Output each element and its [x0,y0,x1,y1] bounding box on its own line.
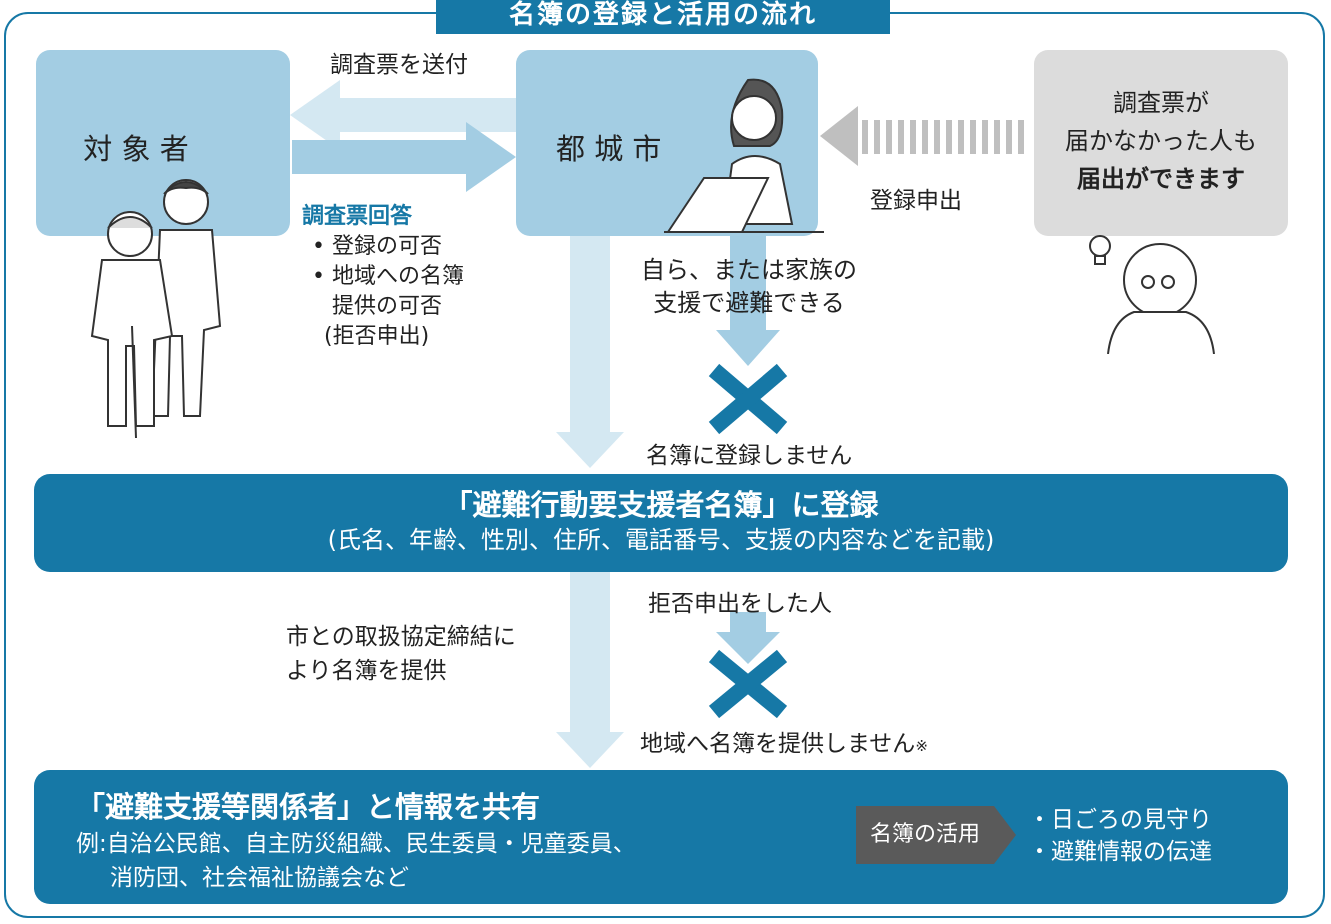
footnote-mark: ※ [915,737,928,755]
share-example-1: 例:自治公民館、自主防災組織、民生委員・児童委員、 [76,831,636,857]
list-usage-tag-label: 名簿の活用 [856,806,995,864]
down-arrow-share [556,572,624,768]
city-label: 都 城 市 [556,132,662,166]
self-evac-line-1: 自ら、または家族の [641,256,857,284]
other-line-3: 届出ができます [1077,165,1245,193]
send-survey-label: 調査票を送付 [330,52,468,78]
down-arrow-register [556,236,624,468]
agreement-line-2: より名簿を提供 [286,658,447,684]
send-survey-arrow [290,80,516,150]
other-person-box: 調査票が 届かなかった人も 届出ができます [1034,50,1288,236]
share-box: 「避難支援等関係者」と情報を共有 例:自治公民館、自主防災組織、民生委員・児童委… [34,770,1288,904]
list-usage-tag: 名簿の活用 [856,806,1017,864]
usage-item: ・避難情報の伝達 [1028,839,1212,865]
share-title: 「避難支援等関係者」と情報を共有 [76,790,541,824]
city-staff-illustration [664,78,824,233]
not-registered-label: 名簿に登録しません [646,443,853,469]
register-title: 「避難行動要支援者名簿」に登録 [443,488,879,522]
answer-arrow [292,122,516,192]
other-line-1: 調査票が [1113,89,1209,117]
share-example-2: 消防団、社会福祉協議会など [110,865,409,891]
survey-answer-heading: 調査票回答 [302,204,413,229]
register-request-arrow [820,106,1024,166]
page-title: 名簿の登録と活用の流れ [436,0,890,34]
register-box: 「避難行動要支援者名簿」に登録 (氏名、年齢、性別、住所、電話番号、支援の内容な… [34,474,1288,572]
refusal-label: 拒否申出をした人 [648,591,832,617]
subject-label: 対 象 者 [83,132,189,166]
self-evac-note: 自ら、または家族の 支援で避難できる [618,254,880,320]
register-request-label: 登録申出 [870,188,962,214]
usage-item: ・日ごろの見守り [1028,807,1212,833]
tag-arrow-icon [994,806,1017,864]
not-provided-label: 地域へ名簿を提供しません※ [640,724,928,758]
down-arrow-refusal [716,612,780,664]
survey-answer-item: 地域への名簿 [312,262,464,292]
survey-answer-block: 調査票回答 登録の可否 地域への名簿 提供の可否 (拒否申出) [302,202,464,352]
survey-answer-item: 登録の可否 [312,232,464,262]
down-arrow-self-evac [716,236,780,366]
subject-box: 対 象 者 [36,50,290,236]
elderly-couple-illustration [90,179,222,439]
agreement-line-1: 市との取扱協定締結に [286,624,516,650]
self-evac-line-2: 支援で避難できる [653,289,845,317]
elderly-woman-illustration [1089,235,1215,354]
not-provided-text: 地域へ名簿を提供しません [640,731,916,757]
agreement-note: 市との取扱協定締結に より名簿を提供 [286,620,516,688]
survey-answer-item-cont: 提供の可否 [332,294,443,319]
survey-answer-sub: (拒否申出) [324,324,430,349]
not-registered-x-icon [708,363,788,435]
register-sub: (氏名、年齢、性別、住所、電話番号、支援の内容などを記載) [327,526,995,554]
not-provided-x-icon [708,649,788,719]
usage-list: ・日ごろの見守り ・避難情報の伝達 [1028,804,1212,868]
other-line-2: 届かなかった人も [1065,127,1257,155]
